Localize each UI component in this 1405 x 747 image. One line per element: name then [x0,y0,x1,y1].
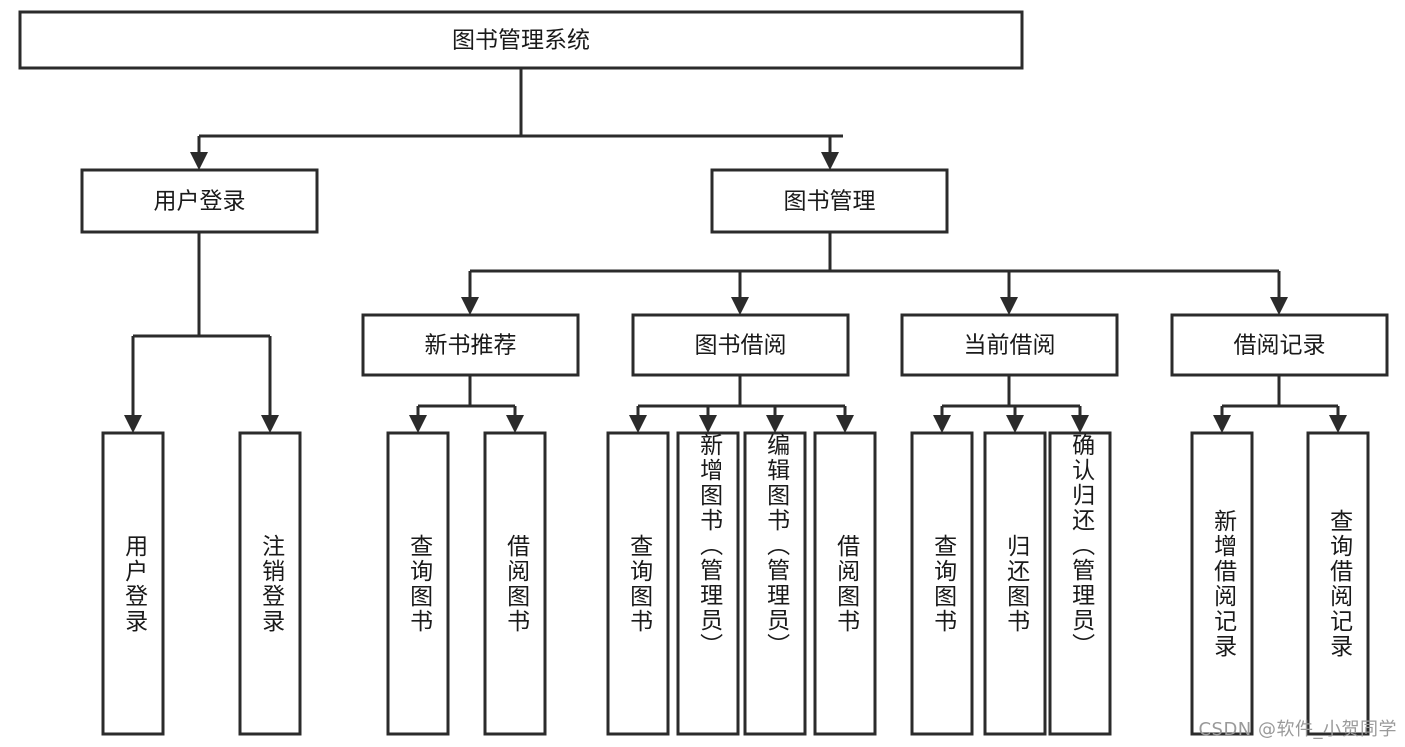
arrow-bb-to-leaf1 [629,415,647,433]
leaf-cur-confirm-rect[interactable] [1048,431,1112,736]
node-root-rect[interactable] [18,10,1024,70]
leaf-rec-add-rect[interactable] [1190,431,1254,736]
node-borrow-record-label: 借阅记录 [1234,333,1326,359]
leaf-borrow-edit-rect[interactable] [743,431,807,736]
arrow-bm-to-current-borrow [1000,297,1018,315]
leaf-rec-query-rect[interactable] [386,431,450,736]
node-book-manage-rect[interactable] [710,168,949,234]
arrow-nbr-to-leaf2 [506,415,524,433]
connector-group-new-book-rec [409,375,524,433]
connector-group-user-login [124,232,279,433]
node-book-borrow-rect[interactable] [631,313,850,377]
connector-group-borrow-record [1213,375,1347,433]
arrow-root-to-user-login [190,152,208,170]
node-book-manage-label: 图书管理 [784,189,876,215]
node-new-book-rec-rect[interactable] [361,313,580,377]
arrow-bm-to-borrow-record [1270,297,1288,315]
node-new-book-rec-label: 新书推荐 [425,333,517,359]
connector-group-root [190,68,843,170]
arrow-cb-to-leaf2 [1006,415,1024,433]
node-borrow-record-rect[interactable] [1170,313,1389,377]
connector-group-book-borrow [629,375,854,433]
arrow-root-to-book-manage [821,152,839,170]
leaf-borrow-do-rect[interactable] [813,431,877,736]
leaf-rec-borrow-rect[interactable] [483,431,547,736]
connector-group-book-manage [461,232,1288,315]
node-new-book-rec[interactable]: 新书推荐 [361,313,580,377]
arrow-bb-to-leaf2 [699,415,717,433]
leaf-cur-query-rect[interactable] [910,431,974,736]
leaf-cur-return-rect[interactable] [983,431,1047,736]
csdn-watermark: CSDN @软件_小贺同学 [1198,719,1397,740]
connector-group-current-borrow [933,375,1089,433]
node-book-borrow-label: 图书借阅 [695,333,787,359]
leaf-user-login-rect[interactable] [101,431,165,736]
node-borrow-record[interactable]: 借阅记录 [1170,313,1389,377]
arrow-br-to-leaf2 [1329,415,1347,433]
leaf-borrow-add-rect[interactable] [676,431,740,736]
node-book-borrow[interactable]: 图书借阅 [631,313,850,377]
arrow-nbr-to-leaf1 [409,415,427,433]
node-user-login-rect[interactable] [80,168,319,234]
arrow-ul-to-leaf1 [124,415,142,433]
arrow-br-to-leaf1 [1213,415,1231,433]
node-user-login[interactable]: 用户登录 [80,168,319,234]
leaf-user-logout-rect[interactable] [238,431,302,736]
node-root[interactable]: 图书管理系统 [18,10,1024,70]
leaf-rect-group [101,431,1370,736]
node-root-label: 图书管理系统 [452,28,590,54]
arrow-bm-to-book-borrow [731,297,749,315]
arrow-bb-to-leaf4 [836,415,854,433]
arrow-bm-to-new-book-rec [461,297,479,315]
leaf-rec-query2-rect[interactable] [1306,431,1370,736]
node-current-borrow-rect[interactable] [900,313,1119,377]
node-user-login-label: 用户登录 [154,189,246,215]
arrow-cb-to-leaf1 [933,415,951,433]
arrow-cb-to-leaf3 [1071,415,1089,433]
node-current-borrow[interactable]: 当前借阅 [900,313,1119,377]
arrow-bb-to-leaf3 [766,415,784,433]
arrow-ul-to-leaf2 [261,415,279,433]
leaf-borrow-query-rect[interactable] [606,431,670,736]
node-book-manage[interactable]: 图书管理 [710,168,949,234]
node-current-borrow-label: 当前借阅 [964,333,1056,359]
